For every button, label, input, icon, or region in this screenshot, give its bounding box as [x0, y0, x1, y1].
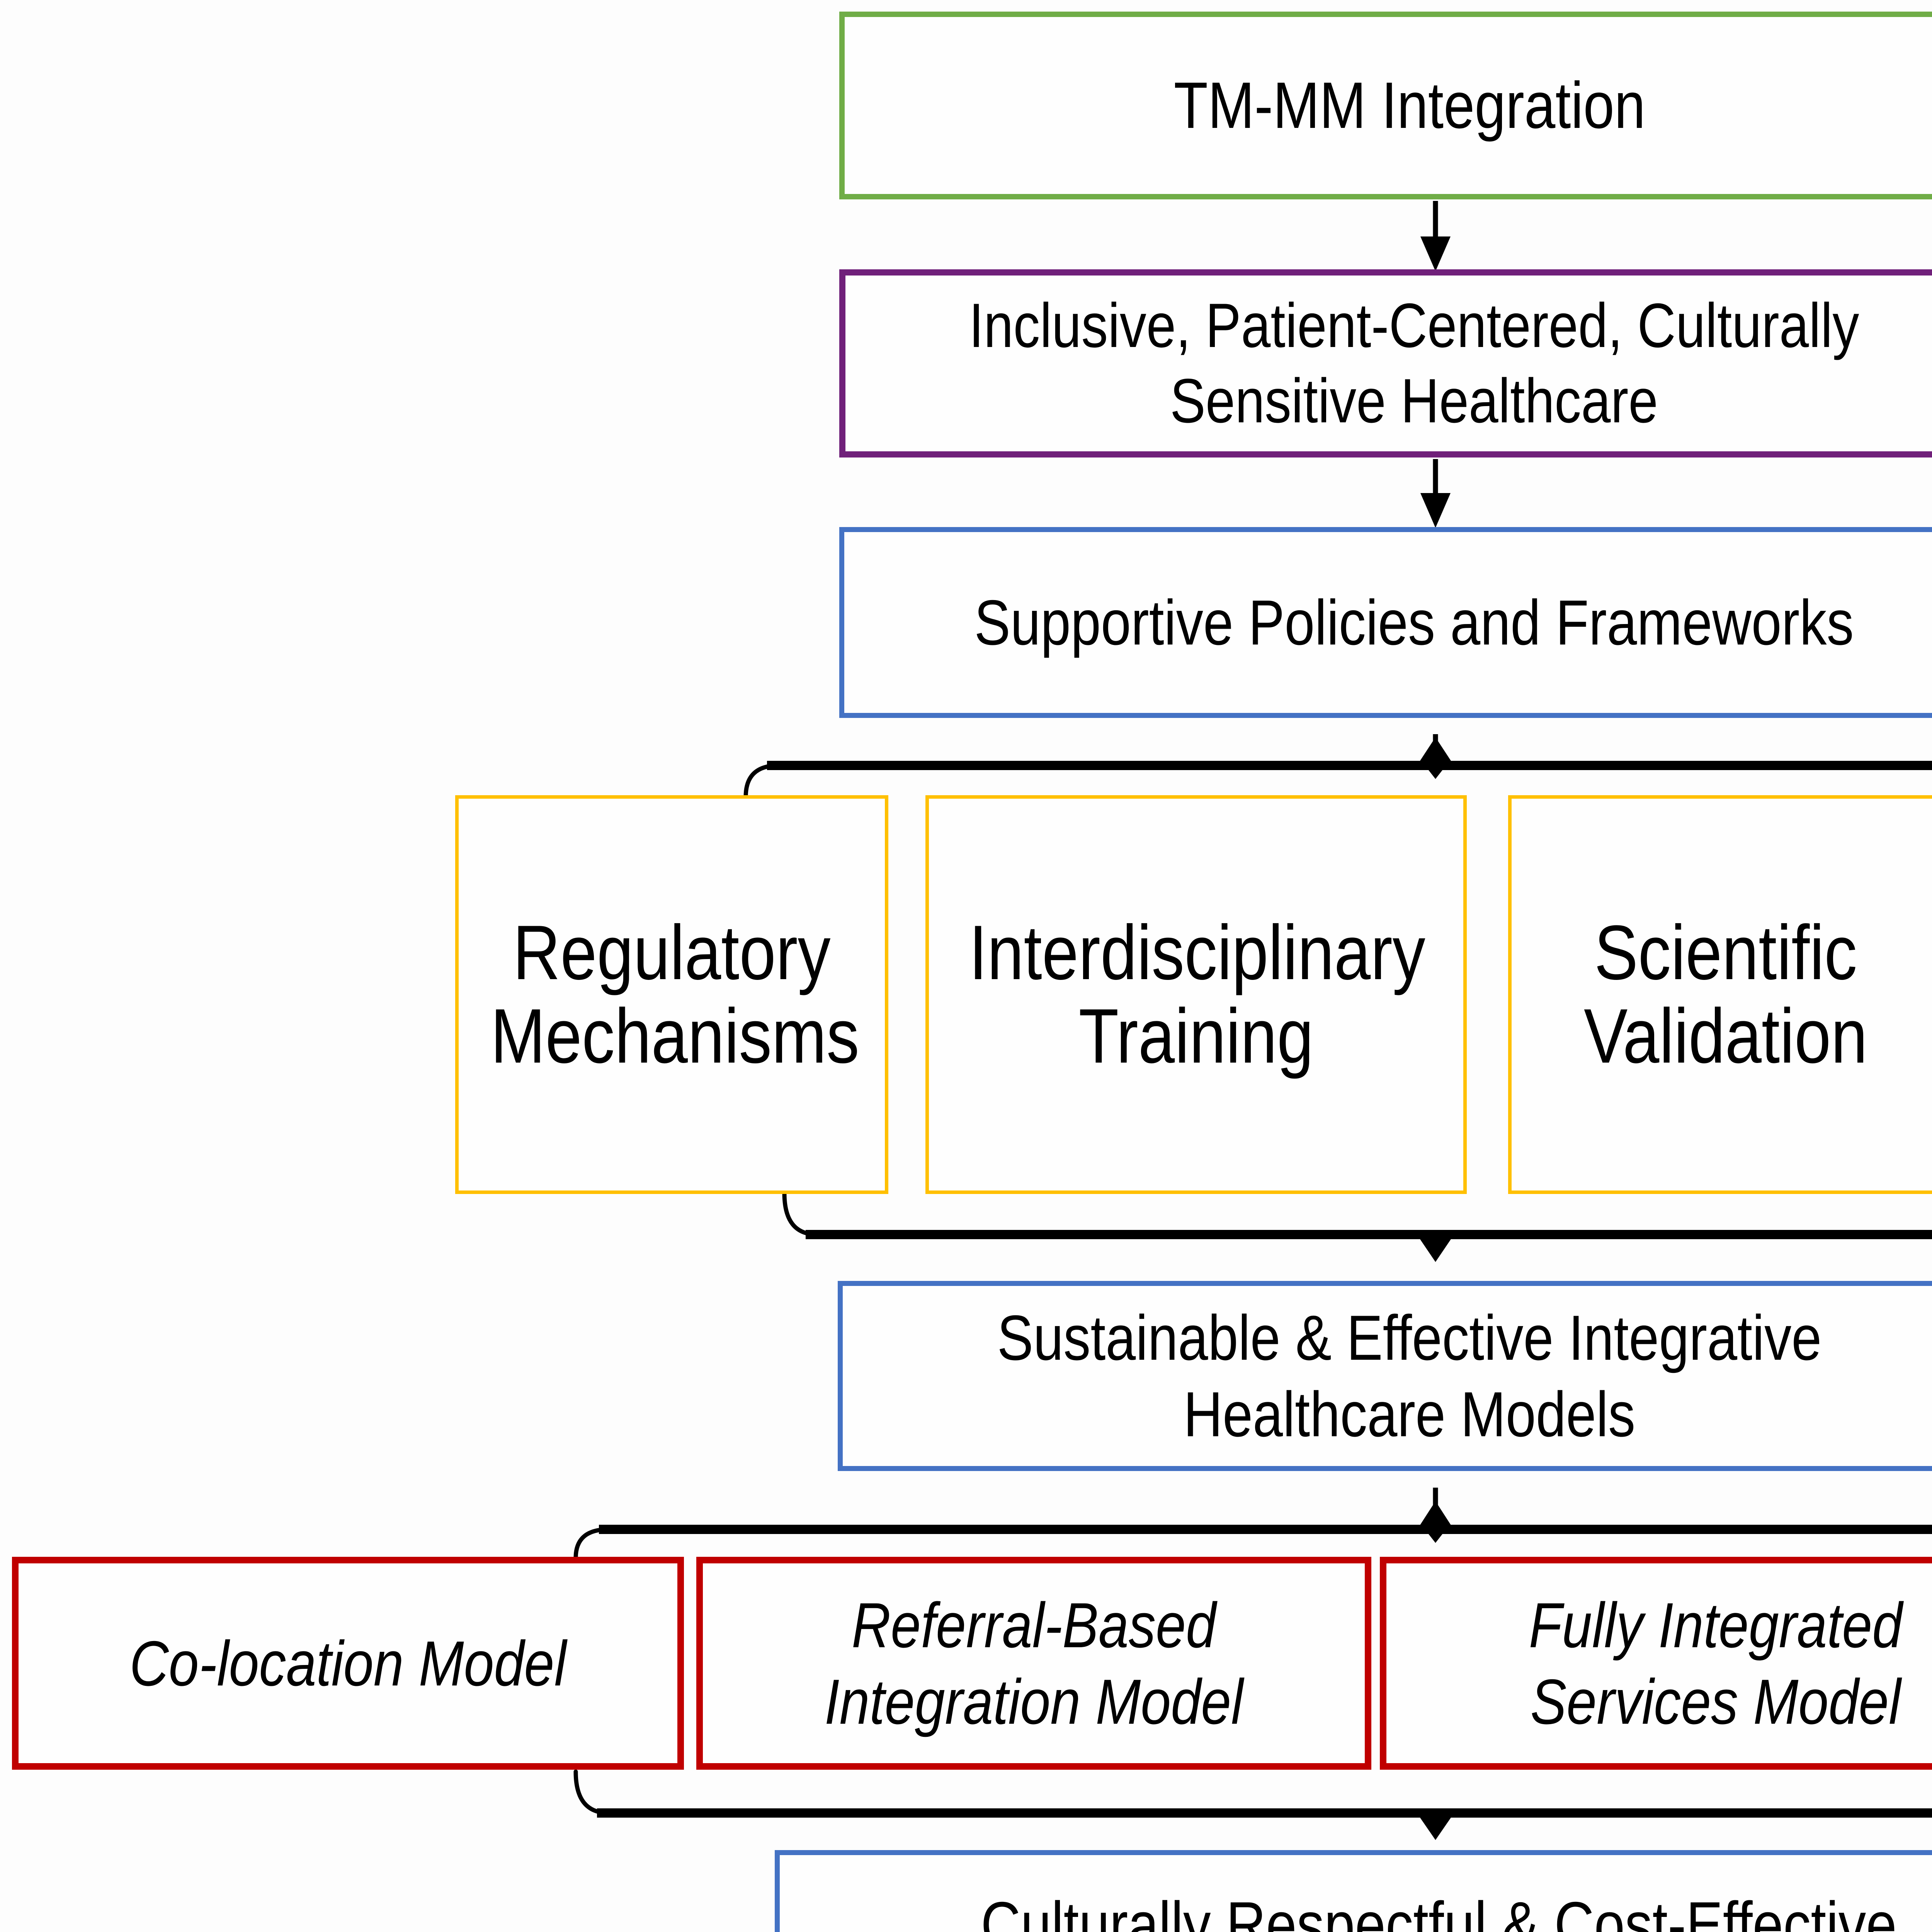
box-label-line: Regulatory	[513, 910, 831, 996]
brace-expand-icon	[743, 734, 1932, 799]
brace-collapse-icon	[573, 1769, 1932, 1840]
box-global-integrative-health-systems: Culturally Respectful & Cost-Effective I…	[775, 1850, 1932, 1932]
box-label-line: Sustainable & Effective Integrative	[997, 1302, 1822, 1373]
box-label-line: TM-MM Integration	[1173, 69, 1646, 142]
brace-collapse-icon	[782, 1191, 1932, 1262]
brace-center-tip	[1419, 1238, 1452, 1262]
box-supportive-policies: Supportive Policies and Frameworks	[839, 527, 1932, 718]
box-tm-mm-integration: TM-MM Integration	[839, 12, 1932, 199]
box-label-line: Referral-Based	[851, 1589, 1216, 1661]
box-label-line: Validation	[1583, 993, 1868, 1079]
brace-stem-flare	[1419, 737, 1452, 762]
down-arrow-icon	[1420, 201, 1451, 271]
down-arrow-icon	[1420, 459, 1451, 528]
box-label-line: Inclusive, Patient-Centered, Culturally	[969, 291, 1859, 361]
arrow-head	[1420, 236, 1451, 271]
box-interdisciplinary-training: Interdisciplinary Training	[925, 795, 1467, 1194]
brace-left-curl	[782, 1191, 820, 1237]
box-inclusive-patient-centered-healthcare: Inclusive, Patient-Centered, Culturally …	[839, 269, 1932, 457]
brace-expand-icon	[573, 1488, 1932, 1560]
brace-center-notch	[1429, 1534, 1442, 1543]
box-label-line: Training	[1078, 993, 1314, 1079]
box-co-location-model: Co-location Model	[12, 1557, 684, 1770]
box-label-line: Scientific	[1594, 910, 1857, 996]
brace-left-curl	[743, 763, 781, 799]
box-label-line: Integration Model	[824, 1666, 1243, 1737]
brace-left-curl	[573, 1769, 611, 1815]
brace-stem-flare	[1419, 1501, 1452, 1526]
box-label-line: Interdisciplinary	[969, 910, 1425, 996]
box-fully-integrated-services-model: Fully Integrated Services Model	[1380, 1557, 1932, 1770]
box-label-line: Co-location Model	[129, 1628, 566, 1699]
box-label-line: Fully Integrated	[1529, 1589, 1903, 1661]
brace-center-tip	[1419, 1816, 1452, 1840]
box-label-line: Services Model	[1530, 1666, 1901, 1737]
box-referral-based-integration-model: Referral-Based Integration Model	[696, 1557, 1371, 1770]
box-label-line: Mechanisms	[490, 993, 859, 1079]
box-label-line: Culturally Respectful & Cost-Effective	[981, 1888, 1897, 1932]
box-label-line: Sensitive Healthcare	[1170, 366, 1658, 436]
box-regulatory-mechanisms: Regulatory Mechanisms	[455, 795, 888, 1194]
box-label-line: Healthcare Models	[1183, 1379, 1636, 1450]
brace-left-curl	[573, 1527, 611, 1560]
box-label-line: Supportive Policies and Frameworks	[974, 587, 1854, 658]
arrow-head	[1420, 493, 1451, 528]
box-scientific-validation: Scientific Validation	[1508, 795, 1932, 1194]
box-sustainable-healthcare-models: Sustainable & Effective Integrative Heal…	[838, 1281, 1932, 1471]
brace-center-notch	[1429, 770, 1442, 779]
